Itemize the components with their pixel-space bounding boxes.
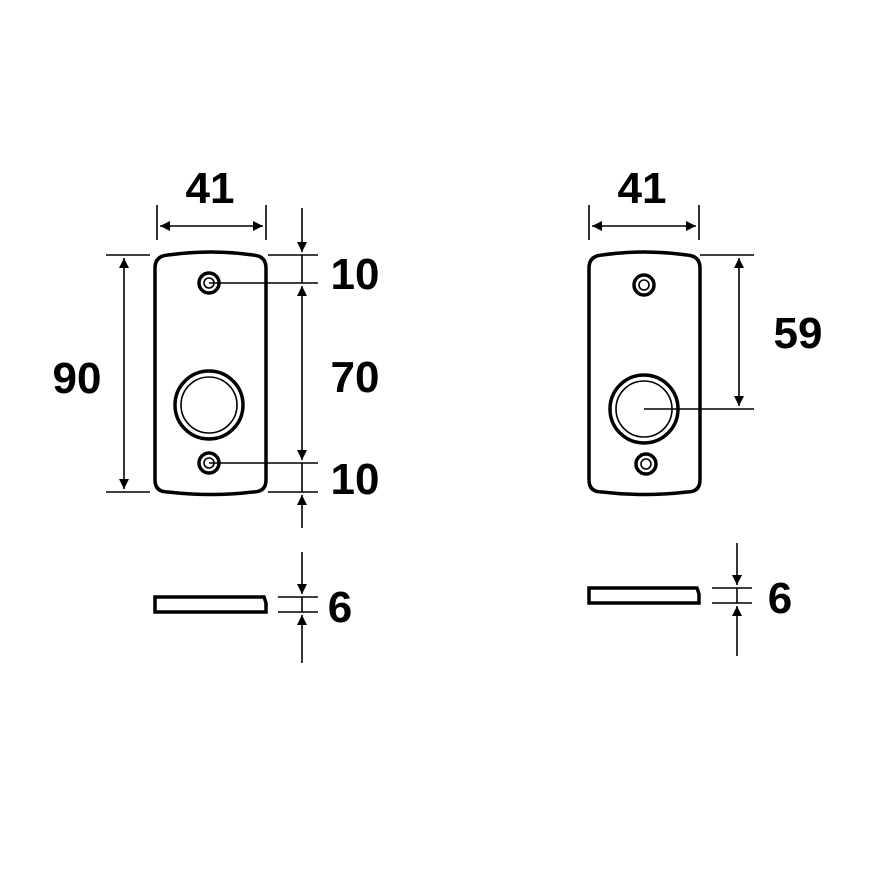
left-thickness-label: 6: [328, 583, 352, 632]
right-plate-outline: [587, 250, 702, 497]
left-top-offset-label: 10: [331, 250, 380, 299]
left-side-profile: [153, 595, 268, 614]
left-plate-outline: [153, 250, 268, 497]
left-center-hole-outer: [173, 369, 245, 441]
right-hole-distance-label: 59: [774, 309, 823, 358]
right-thickness-label: 6: [768, 574, 792, 623]
left-bottom-offset-label: 10: [331, 455, 380, 504]
right-width-label: 41: [618, 164, 667, 213]
right-top-screw-hole-inner: [638, 279, 650, 291]
left-height-label: 90: [53, 354, 102, 403]
left-center-distance-label: 70: [331, 353, 380, 402]
right-plate-view: 41 59 6: [587, 164, 823, 656]
right-top-screw-hole-outer: [632, 273, 656, 297]
left-width-label: 41: [186, 164, 235, 213]
left-plate-view: 41 90 10 70 10 6: [53, 164, 380, 663]
right-bottom-screw-hole-outer: [634, 452, 658, 476]
right-side-profile: [587, 586, 701, 605]
right-bottom-screw-hole-inner: [640, 458, 652, 470]
left-center-hole-inner: [180, 376, 238, 434]
